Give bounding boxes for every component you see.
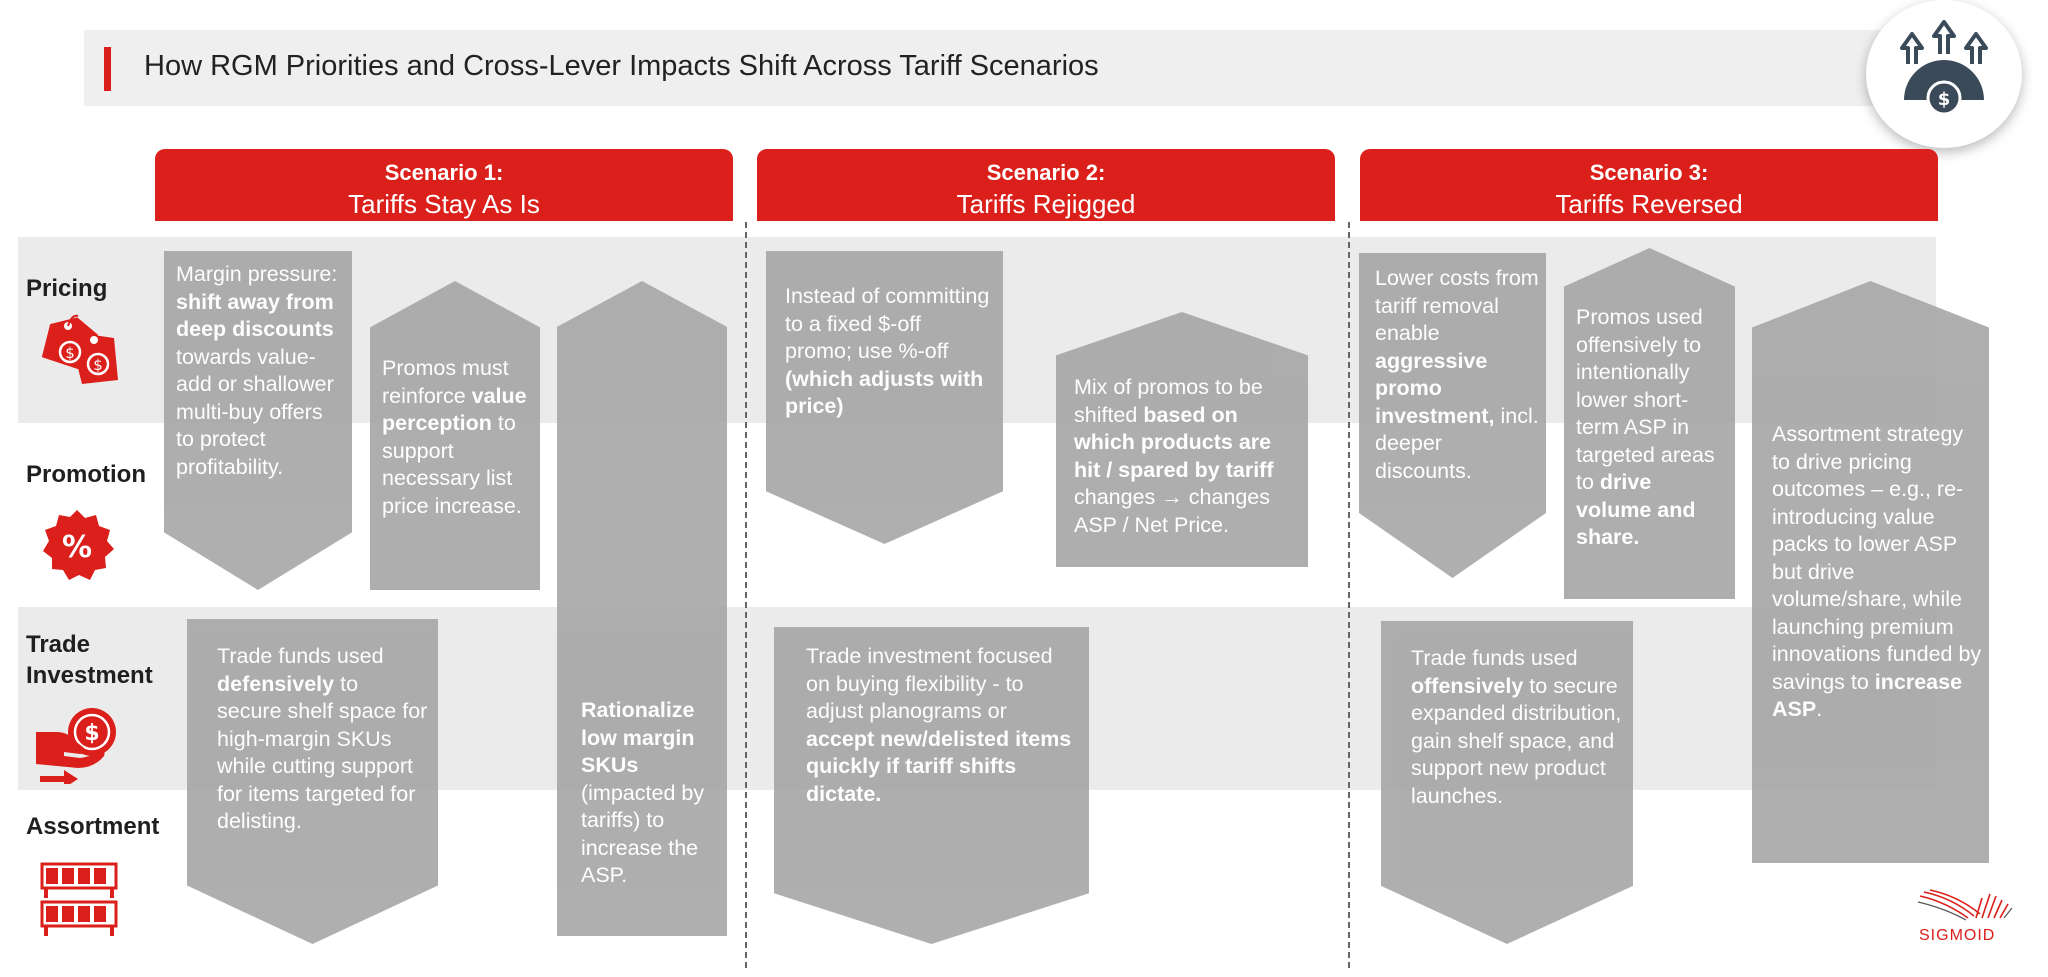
scenario-divider bbox=[1348, 222, 1350, 968]
percent-badge-icon: % bbox=[43, 510, 114, 580]
lever-assortment: Assortment bbox=[26, 813, 160, 840]
s2-pricing-box: Instead of committing to a fixed $-off p… bbox=[766, 251, 1003, 544]
coin-hand-icon: $ bbox=[36, 708, 116, 784]
s3-assortment-box: Assortment strategy to drive pricing out… bbox=[1752, 281, 1989, 863]
scenario-3-header: Scenario 3: Tariffs Reversed bbox=[1360, 149, 1938, 221]
svg-text:%: % bbox=[62, 530, 92, 565]
title-bar: How RGM Priorities and Cross-Lever Impac… bbox=[84, 30, 1904, 106]
gear-up-arrows-icon: $ bbox=[1866, 0, 2022, 148]
s3-trade-box: Trade funds used offensively to secure e… bbox=[1381, 621, 1633, 944]
scenario-3-number: Scenario 3: bbox=[1589, 160, 1709, 185]
title-accent bbox=[104, 47, 111, 91]
shelves-icon bbox=[40, 862, 118, 936]
scenario-1-name: Tariffs Stay As Is bbox=[348, 189, 540, 219]
svg-text:$: $ bbox=[93, 356, 103, 374]
scenario-2-name: Tariffs Rejigged bbox=[956, 189, 1136, 219]
scenario-3-name: Tariffs Reversed bbox=[1555, 189, 1743, 219]
sigmoid-logo-icon bbox=[1917, 889, 2013, 921]
s1-assortment-box: Rationalize low margin SKUs (impacted by… bbox=[557, 281, 727, 936]
scenario-2-header: Scenario 2: Tariffs Rejigged bbox=[757, 149, 1335, 221]
s3-promotion-box: Promos used offensively to intentionally… bbox=[1564, 248, 1735, 599]
scenario-1-number: Scenario 1: bbox=[384, 160, 504, 185]
svg-text:$: $ bbox=[65, 344, 75, 362]
s2-trade-box: Trade investment focused on buying flexi… bbox=[774, 627, 1089, 944]
lever-promotion: Promotion bbox=[26, 461, 146, 488]
s2-promotion-box: Mix of promos to be shifted based on whi… bbox=[1056, 312, 1308, 567]
svg-text:$: $ bbox=[1938, 89, 1951, 110]
s1-promotion-box: Promos must reinforce value perception t… bbox=[370, 281, 540, 590]
scenario-2-number: Scenario 2: bbox=[986, 160, 1106, 185]
svg-text:$: $ bbox=[84, 721, 99, 746]
s1-pricing-box: Margin pressure: shift away from deep di… bbox=[164, 251, 352, 590]
lever-pricing: Pricing bbox=[26, 275, 108, 302]
brand-name: SIGMOID bbox=[1919, 927, 1996, 944]
price-tags-icon: $ $ bbox=[41, 314, 118, 384]
scenario-1-header: Scenario 1: Tariffs Stay As Is bbox=[155, 149, 733, 221]
s3-pricing-box: Lower costs from tariff removal enable a… bbox=[1359, 253, 1546, 578]
scenario-divider bbox=[745, 222, 747, 968]
lever-trade-investment: Trade Investment bbox=[26, 631, 153, 689]
s1-trade-box: Trade funds used defensively to secure s… bbox=[187, 619, 438, 944]
page-title: How RGM Priorities and Cross-Lever Impac… bbox=[144, 50, 1099, 82]
